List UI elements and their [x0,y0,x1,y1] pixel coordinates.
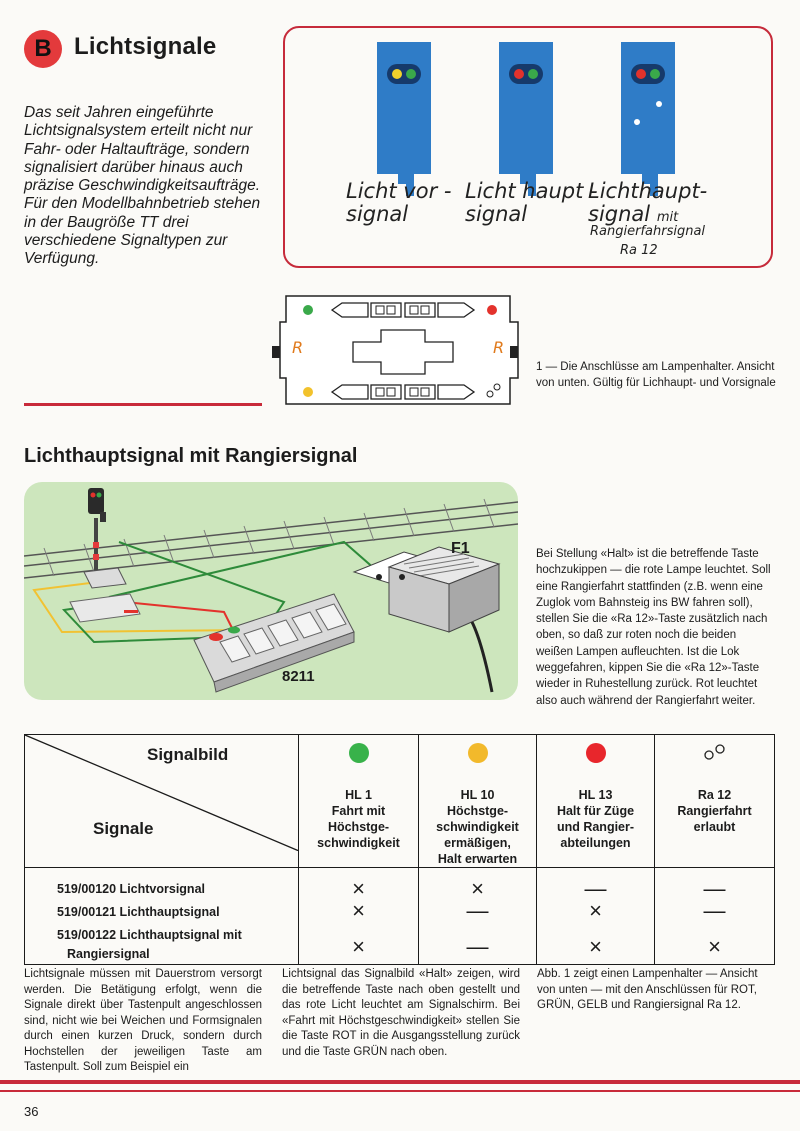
table-corner-cell: Signalbild Signale [24,734,299,868]
marks-hl13: — × × [536,867,655,965]
row-label: 519/00120 Lichtvorsignal [57,882,205,896]
corner-top-label: Signalbild [147,745,229,764]
white-lights-icon [703,744,725,760]
green-contact [303,305,313,315]
yellow-lamp [392,69,402,79]
signal-label-hauptsignal-ra12: Lichthaupt- signal mit [588,179,708,226]
body-text-col3: Abb. 1 zeigt einen Lampenhalter — Ansich… [537,968,758,1011]
signal-label-rangier: Rangierfahrsignal [590,224,706,239]
figure-caption: 1 — Die Anschlüsse am Lampenhalter. Ansi… [536,361,776,389]
page-number: 36 [24,1104,39,1119]
marks-hl10: × — — [418,867,537,965]
signal-types-box [283,26,773,268]
green-lamp [650,69,660,79]
green-lamp [406,69,416,79]
vorsignal-head [377,42,431,196]
red-divider [24,403,262,406]
intro-text: Das seit Jahren eingeführte Lichtsignals… [24,104,261,268]
panel-label: 8211 [282,668,315,685]
signal-heads-illustration [377,42,675,196]
marks-hl1: × × × [298,867,419,965]
footer-rule [0,1080,800,1084]
hauptsignal-head [499,42,553,196]
signal-label-vorsignal: Licht vor - signal [346,179,452,226]
operation-text: Bei Stellung «Halt» ist die betreffende … [536,548,771,707]
r-right-label: R [493,338,505,357]
signal-label-hauptsignal: Licht haupt - signal [465,179,598,226]
white-lamp [656,101,662,107]
row-label: 519/00121 Lichthauptsignal [57,905,220,919]
white-lamp [634,119,640,125]
r-left-label: R [292,338,304,357]
yellow-light-icon [467,743,488,763]
body-text-col1: Lichtsignale müssen mit Dauerstrom verso… [24,968,262,1073]
signals-column: 519/00120 Lichtvorsignal 519/00121 Licht… [24,867,299,965]
body-text-col2: Lichtsignal das Signalbild «Halt» zeigen… [282,968,520,1058]
transformer-label: F1 [451,540,470,557]
lamp-holder-diagram [272,295,519,405]
layout-illustration [24,482,518,700]
footer-rule-thin [0,1090,800,1092]
hauptsignal-ra12-head [621,42,675,196]
section-badge: B [24,30,62,68]
yellow-contact [303,387,313,397]
red-light-icon [585,743,606,763]
signal-label-ra12: Ra 12 [620,243,658,258]
row-label-cont: Rangiersignal [67,947,150,961]
corner-bottom-label: Signale [93,819,154,838]
red-lamp [636,69,646,79]
green-light-icon [348,743,369,763]
red-contact [487,305,497,315]
section-heading: Lichthauptsignal mit Rangiersignal [24,445,358,467]
row-label: 519/00122 Lichthauptsignal mit [57,928,242,942]
marks-ra12: — — × [654,867,775,965]
red-lamp [514,69,524,79]
green-lamp [528,69,538,79]
page-title: Lichtsignale [74,33,217,60]
